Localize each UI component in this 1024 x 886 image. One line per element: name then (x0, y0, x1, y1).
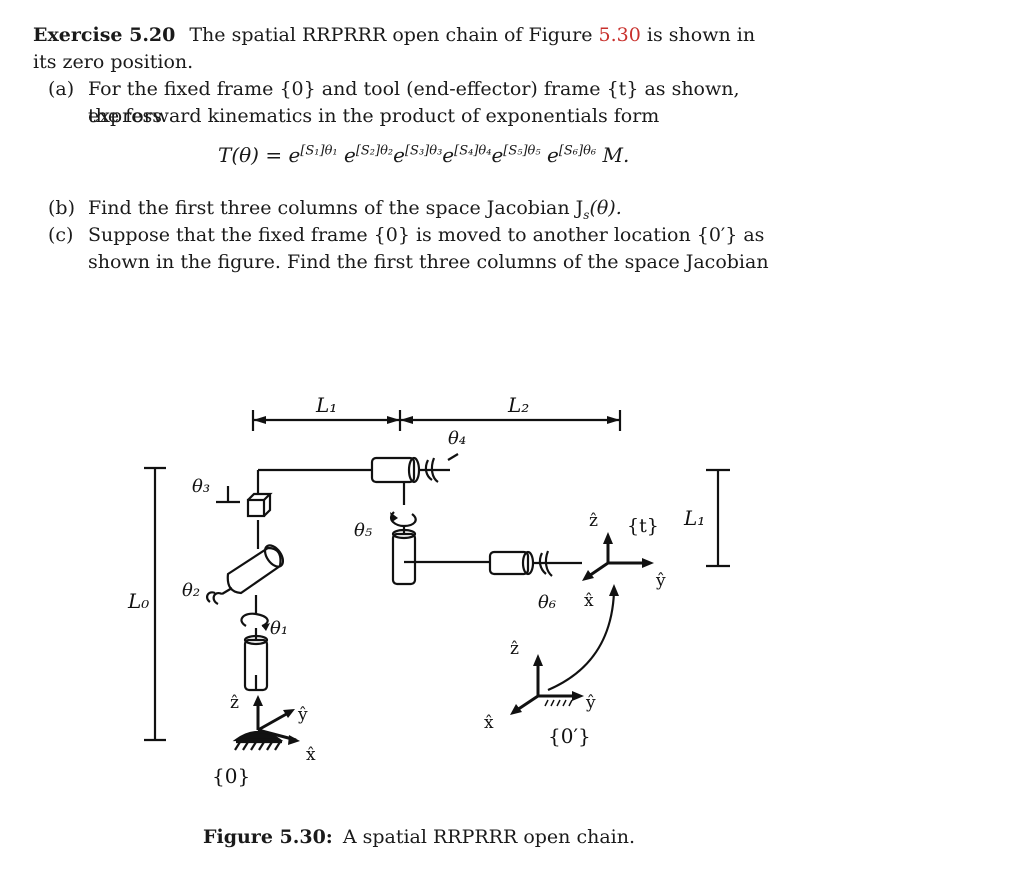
theta6-label: θ₆ (538, 592, 556, 613)
theta4-label: θ₄ (448, 428, 466, 449)
theta5-label: θ₅ (354, 520, 372, 541)
frame0p-y-label: ŷ (585, 693, 596, 713)
part-b-line1: Find the first three columns of the spac… (88, 197, 584, 219)
jacobian-argument: (θ). (589, 197, 622, 219)
frame-t-y-label: ŷ (655, 571, 666, 591)
frame0-label: {0} (212, 764, 250, 788)
exercise-intro-text: The spatial RRPRRR open chain of Figure (189, 24, 593, 46)
equation-tail: M. (602, 143, 630, 167)
theta3-label: θ₃ (192, 476, 210, 497)
figure-reference-link[interactable]: 5.30 (598, 24, 641, 46)
joint3-prismatic (216, 468, 372, 518)
exp-term-1: [S₁]θ₁ (300, 143, 338, 159)
part-c-label: (c) (48, 224, 74, 246)
label-L1-top: L₁ (315, 393, 337, 417)
frame0-axes (253, 695, 300, 745)
label-L2-top: L₂ (507, 393, 529, 417)
joint1-cylinder (240, 595, 270, 692)
joint2-cylinder (206, 520, 285, 605)
exp-base: e (546, 143, 559, 167)
exercise-number: Exercise 5.20 (33, 24, 176, 46)
forward-kinematics-equation: T(θ) = e[S₁]θ₁ e[S₂]θ₂e[S₃]θ₃e[S₄]θ₄e[S₅… (218, 143, 629, 167)
part-c-line1: Suppose that the fixed frame {0} is move… (88, 224, 765, 246)
exp-term-5: [S₅]θ₅ (503, 143, 541, 159)
joint5-cylinder (389, 482, 490, 586)
exp-base: e (393, 143, 405, 167)
frame0p-x-label: x̂ (484, 713, 494, 733)
exp-base: e (491, 143, 504, 167)
frame0-z-label: ẑ (230, 693, 239, 713)
joint6-cylinder (488, 550, 582, 577)
equation-lhs: T(θ) = (218, 143, 289, 167)
frame-t-x-label: x̂ (584, 591, 594, 611)
part-a-line1: For the fixed frame {0} and tool (end-ef… (88, 78, 740, 127)
part-a-label: (a) (48, 78, 75, 100)
frame-t-axes (582, 532, 654, 581)
jacobian-subscript: s (583, 207, 590, 222)
frame0-x-label: x̂ (306, 745, 316, 765)
part-c-line2: shown in the figure. Find the first thre… (88, 251, 769, 273)
frame0p-axes (510, 654, 584, 715)
curved-arrow (547, 591, 616, 692)
exercise-intro: Exercise 5.20 The spatial RRPRRR open cha… (33, 22, 803, 76)
frame-t-z-label: ẑ (589, 511, 598, 531)
frame0p-label: {0′} (548, 724, 591, 748)
part-b-text: Find the first three columns of the spac… (88, 195, 622, 229)
top-dimension-line (251, 410, 622, 431)
exp-base: e (288, 143, 301, 167)
exp-term-2: [S₂]θ₂ (355, 143, 394, 159)
curved-arrow-head (609, 584, 619, 596)
exp-term-6: [S₆]θ₆ (558, 143, 597, 159)
part-a: (a) For the fixed frame {0} and tool (en… (48, 76, 804, 132)
exp-base: e (343, 143, 356, 167)
exercise-intro-text-end: is shown in (646, 24, 756, 46)
figure-caption: Figure 5.30: A spatial RRPRRR open chain. (203, 826, 635, 848)
part-b-label: (b) (48, 197, 75, 219)
frame-t-label: {t} (627, 515, 659, 537)
theta2-label: θ₂ (182, 580, 200, 601)
L0-dimension-line (144, 466, 166, 742)
figure-caption-text: A spatial RRPRRR open chain. (342, 826, 636, 848)
label-L0: L₀ (127, 589, 149, 613)
exercise-intro-line2: its zero position. (33, 51, 194, 73)
figure-caption-label: Figure 5.30: (203, 826, 333, 848)
part-a-line2: the forward kinematics in the product of… (88, 105, 660, 127)
frame0p-z-label: ẑ (510, 639, 519, 659)
exp-base: e (442, 143, 455, 167)
frame0-y-label: ŷ (297, 705, 308, 725)
L1-right-dimension-line (706, 468, 730, 568)
label-L1-right: L₁ (683, 506, 705, 530)
joint4-cylinder (370, 453, 459, 484)
exp-term-3: [S₃]θ₃ (404, 143, 443, 159)
part-c: (c) Suppose that the fixed frame {0} is … (48, 222, 804, 278)
exp-term-4: [S₄]θ₄ (454, 143, 492, 159)
part-b: (b) Find the first three columns of the … (48, 195, 804, 222)
theta1-label: θ₁ (270, 618, 288, 639)
